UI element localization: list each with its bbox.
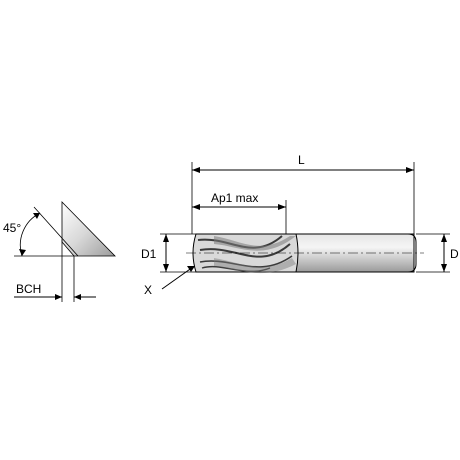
d-label: D	[450, 247, 459, 261]
end-mill-view: L Ap1 max D1 D	[141, 153, 459, 297]
ap1-arrow-right	[278, 204, 286, 210]
x-leader-arrow	[187, 266, 195, 272]
d1-arrow-bottom	[163, 264, 169, 272]
d-arrow-bottom	[441, 264, 447, 272]
flute-shade-1	[214, 236, 296, 251]
chamfer-wedge	[61, 201, 116, 257]
l-arrow-left	[192, 167, 200, 173]
x-label: X	[144, 283, 152, 297]
d-arrow-top	[441, 234, 447, 242]
bch-arrow-right	[74, 294, 81, 300]
angle-arrow-top	[33, 213, 40, 219]
l-arrow-right	[406, 167, 414, 173]
bch-arrow-left	[55, 294, 62, 300]
chamfer-edge-line	[33, 206, 79, 257]
angle-arrow-bottom	[19, 249, 26, 256]
ap1-label: Ap1 max	[211, 191, 258, 205]
angle-label: 45°	[3, 221, 21, 235]
chamfer-detail: 45° BCH	[3, 201, 116, 302]
flute-line-4	[201, 266, 271, 273]
ap1-arrow-left	[192, 204, 200, 210]
flute-line-2	[199, 243, 291, 258]
l-label: L	[298, 153, 305, 167]
x-leader	[161, 266, 194, 290]
bch-label: BCH	[16, 282, 41, 296]
d1-arrow-top	[163, 234, 169, 242]
angle-arc	[19, 212, 41, 257]
flute-line-3	[199, 255, 293, 268]
flute-shade-2	[214, 258, 296, 274]
d1-label: D1	[141, 247, 157, 261]
